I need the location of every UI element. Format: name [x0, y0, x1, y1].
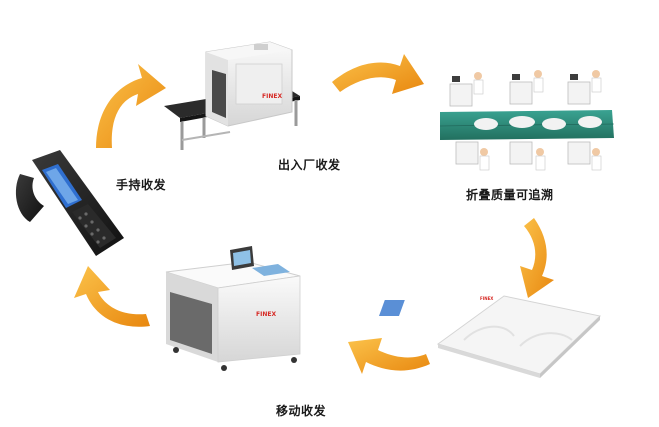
rfid-tunnel-scanner-icon: FINEX — [164, 41, 300, 150]
label-mobile: 移动收发 — [276, 404, 327, 418]
handheld-rfid-reader-icon — [15, 150, 124, 256]
arrow-gate-to-folding — [332, 54, 424, 94]
brand-logo: FINEX — [262, 93, 282, 100]
label-folding: 折叠质量可追溯 — [466, 188, 554, 202]
svg-text:FINEX: FINEX — [480, 296, 493, 301]
folding-workers-conveyor-icon — [439, 70, 615, 171]
arrow-mobile-to-handheld — [74, 266, 150, 327]
arrow-handheld-to-gate — [96, 64, 166, 148]
arrow-folding-to-table — [520, 218, 554, 298]
label-handheld: 手持收发 — [116, 178, 167, 192]
mobile-rfid-cart-icon: FINEX — [165, 246, 301, 371]
arrow-table-to-mobile — [348, 338, 430, 374]
label-gate: 出入厂收发 — [278, 158, 341, 172]
svg-text:FINEX: FINEX — [256, 311, 276, 318]
rfid-pad-table-icon: FINEX — [378, 295, 602, 378]
